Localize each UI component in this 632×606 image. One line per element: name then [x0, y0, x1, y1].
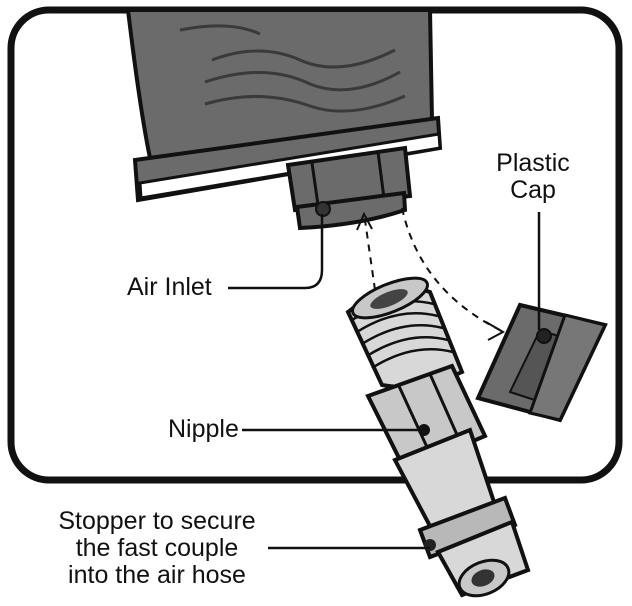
stopper-label: Stopper to secure the fast couple into t…: [52, 508, 262, 589]
tool-grip: [125, 8, 443, 203]
nipple-fitting: [345, 276, 531, 598]
plastic-cap: [475, 302, 608, 423]
plastic-cap-label-line1: Plastic: [496, 149, 570, 177]
nipple-label: Nipple: [168, 415, 239, 443]
air-inlet-label: Air Inlet: [127, 273, 212, 301]
stopper-label-line3: into the air hose: [68, 561, 246, 589]
air-inlet-fitting: [285, 145, 413, 231]
stopper-label-line2: the fast couple: [75, 534, 239, 562]
plastic-cap-label-line2: Cap: [510, 176, 556, 204]
leader-air-inlet: [228, 214, 324, 290]
leader-lines: [228, 212, 541, 550]
stopper-label-line1: Stopper to secure: [58, 507, 256, 535]
plastic-cap-label: Plastic Cap: [488, 150, 578, 204]
arrow-head-cap: [485, 321, 506, 341]
leader-dot-nipple: [418, 424, 430, 436]
assembly-arrows: [364, 207, 501, 331]
arrow-head-up: [356, 211, 373, 231]
